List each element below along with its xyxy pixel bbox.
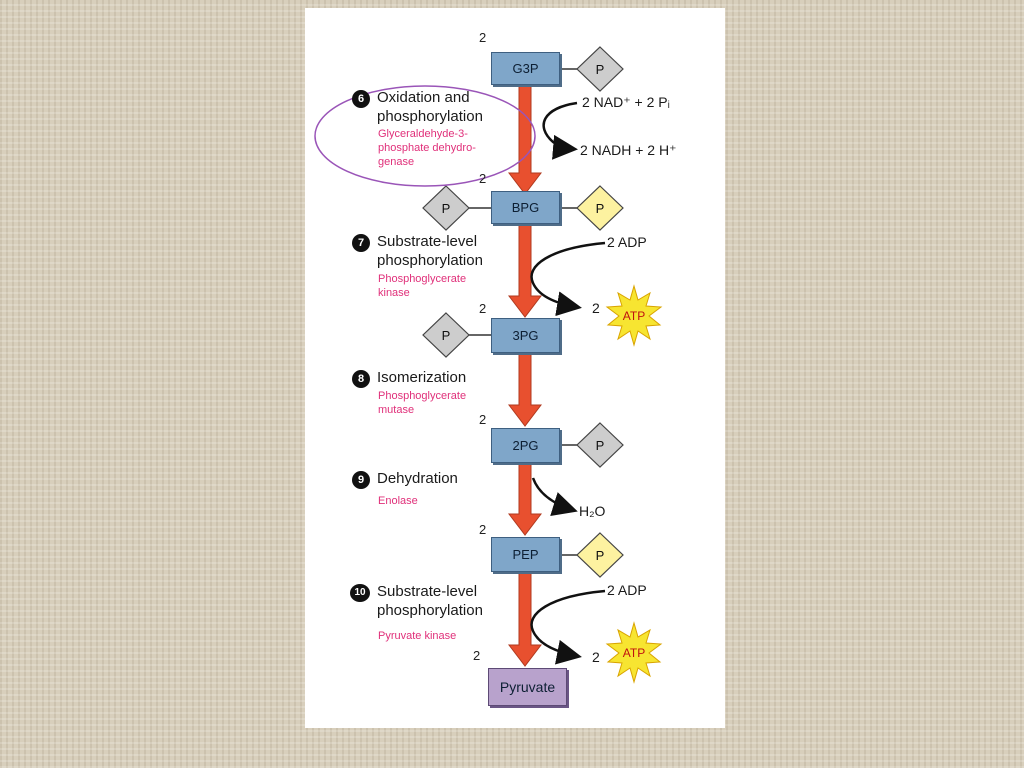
water-output-label: H₂O xyxy=(579,503,606,519)
phosphate-label: P xyxy=(596,201,605,216)
phosphate-label: P xyxy=(442,201,451,216)
phosphate-icon: P xyxy=(422,312,470,358)
metabolite-count: 2 xyxy=(479,30,487,45)
atp-label: ATP xyxy=(623,309,645,323)
step-number-badge: 8 xyxy=(352,370,370,388)
metabolite-box-2pg: 2PG xyxy=(491,428,560,463)
enzyme-line: genase xyxy=(378,156,415,168)
enzyme-line: Glyceraldehyde-3- xyxy=(378,128,468,140)
nad-input-label: 2 NAD⁺ + 2 Pᵢ xyxy=(582,94,670,110)
metabolite-box-g3p: G3P xyxy=(491,52,560,85)
metabolite-count: 2 xyxy=(479,412,487,427)
atp-count-label: 2 xyxy=(592,300,600,316)
phosphate-diamonds: P P P P P P xyxy=(422,46,624,578)
step-title-line: Substrate-level xyxy=(377,583,478,600)
metabolite-box-bpg: BPG xyxy=(491,191,560,224)
step-title-line: Substrate-level xyxy=(377,233,478,250)
enzyme-line: Enolase xyxy=(378,495,418,507)
metabolite-box-pep: PEP xyxy=(491,537,560,572)
step-title: Dehydration xyxy=(377,469,458,488)
step-title: Substrate-level phosphorylation xyxy=(377,582,483,620)
enzyme-line: Phosphoglycerate xyxy=(378,273,467,285)
enzyme-line: phosphate dehydro- xyxy=(378,142,476,154)
enzyme-name: Phosphoglycerate mutase xyxy=(378,389,466,417)
phosphate-icon: P xyxy=(576,46,624,92)
metabolite-count: 2 xyxy=(479,301,487,316)
metabolite-count: 2 xyxy=(479,522,487,537)
enzyme-name: Phosphoglycerate kinase xyxy=(378,272,466,300)
phosphate-label: P xyxy=(596,548,605,563)
enzyme-name: Pyruvate kinase xyxy=(378,629,456,643)
main-arrow-3 xyxy=(507,352,543,427)
metabolite-box-3pg: 3PG xyxy=(491,318,560,353)
main-arrow-1 xyxy=(507,83,543,195)
enzyme-line: kinase xyxy=(378,287,410,299)
step-number-badge: 10 xyxy=(350,584,370,602)
pathway-arrows xyxy=(507,83,543,667)
atp-label: ATP xyxy=(623,646,645,660)
step-number-badge: 9 xyxy=(352,471,370,489)
metabolite-count: 2 xyxy=(473,648,481,663)
diagram-panel: P P P P P P xyxy=(305,8,725,728)
atp-count-label: 2 xyxy=(592,649,600,665)
atp-burst-2: ATP xyxy=(605,621,663,684)
phosphate-label: P xyxy=(596,438,605,453)
step-number-badge: 6 xyxy=(352,90,370,108)
adp-input-label: 2 ADP xyxy=(607,234,647,250)
step-title: Substrate-level phosphorylation xyxy=(377,232,483,270)
step-title: Isomerization xyxy=(377,368,466,387)
enzyme-name: Glyceraldehyde-3- phosphate dehydro- gen… xyxy=(378,127,476,169)
adp-input-label: 2 ADP xyxy=(607,582,647,598)
phosphate-icon: P xyxy=(576,185,624,231)
phosphate-icon: P xyxy=(422,185,470,231)
enzyme-name: Enolase xyxy=(378,494,418,508)
step-title-line: Oxidation and xyxy=(377,89,470,106)
phosphate-label: P xyxy=(442,328,451,343)
metabolite-box-pyruvate: Pyruvate xyxy=(488,668,567,706)
phosphate-label: P xyxy=(596,62,605,77)
nadh-output-label: 2 NADH + 2 H⁺ xyxy=(580,142,677,158)
metabolite-count: 2 xyxy=(479,171,487,186)
main-arrow-4 xyxy=(507,462,543,536)
main-arrow-5 xyxy=(507,571,543,667)
step-title-line: Dehydration xyxy=(377,470,458,487)
enzyme-line: Phosphoglycerate xyxy=(378,390,467,402)
step-title-line: phosphorylation xyxy=(377,108,483,125)
enzyme-line: Pyruvate kinase xyxy=(378,630,457,642)
step-number-badge: 7 xyxy=(352,234,370,252)
step-title-line: phosphorylation xyxy=(377,252,483,269)
enzyme-line: mutase xyxy=(378,404,415,416)
step-title: Oxidation and phosphorylation xyxy=(377,88,483,126)
phosphate-icon: P xyxy=(576,532,624,578)
step-title-line: phosphorylation xyxy=(377,602,483,619)
atp-burst-1: ATP xyxy=(605,284,663,347)
step-title-line: Isomerization xyxy=(377,369,467,386)
highlight-ellipse xyxy=(314,85,536,187)
side-reaction-arrows xyxy=(530,101,606,665)
diagram-canvas: P P P P P P xyxy=(314,46,663,684)
main-arrow-2 xyxy=(507,224,543,318)
phosphate-icon: P xyxy=(576,422,624,468)
